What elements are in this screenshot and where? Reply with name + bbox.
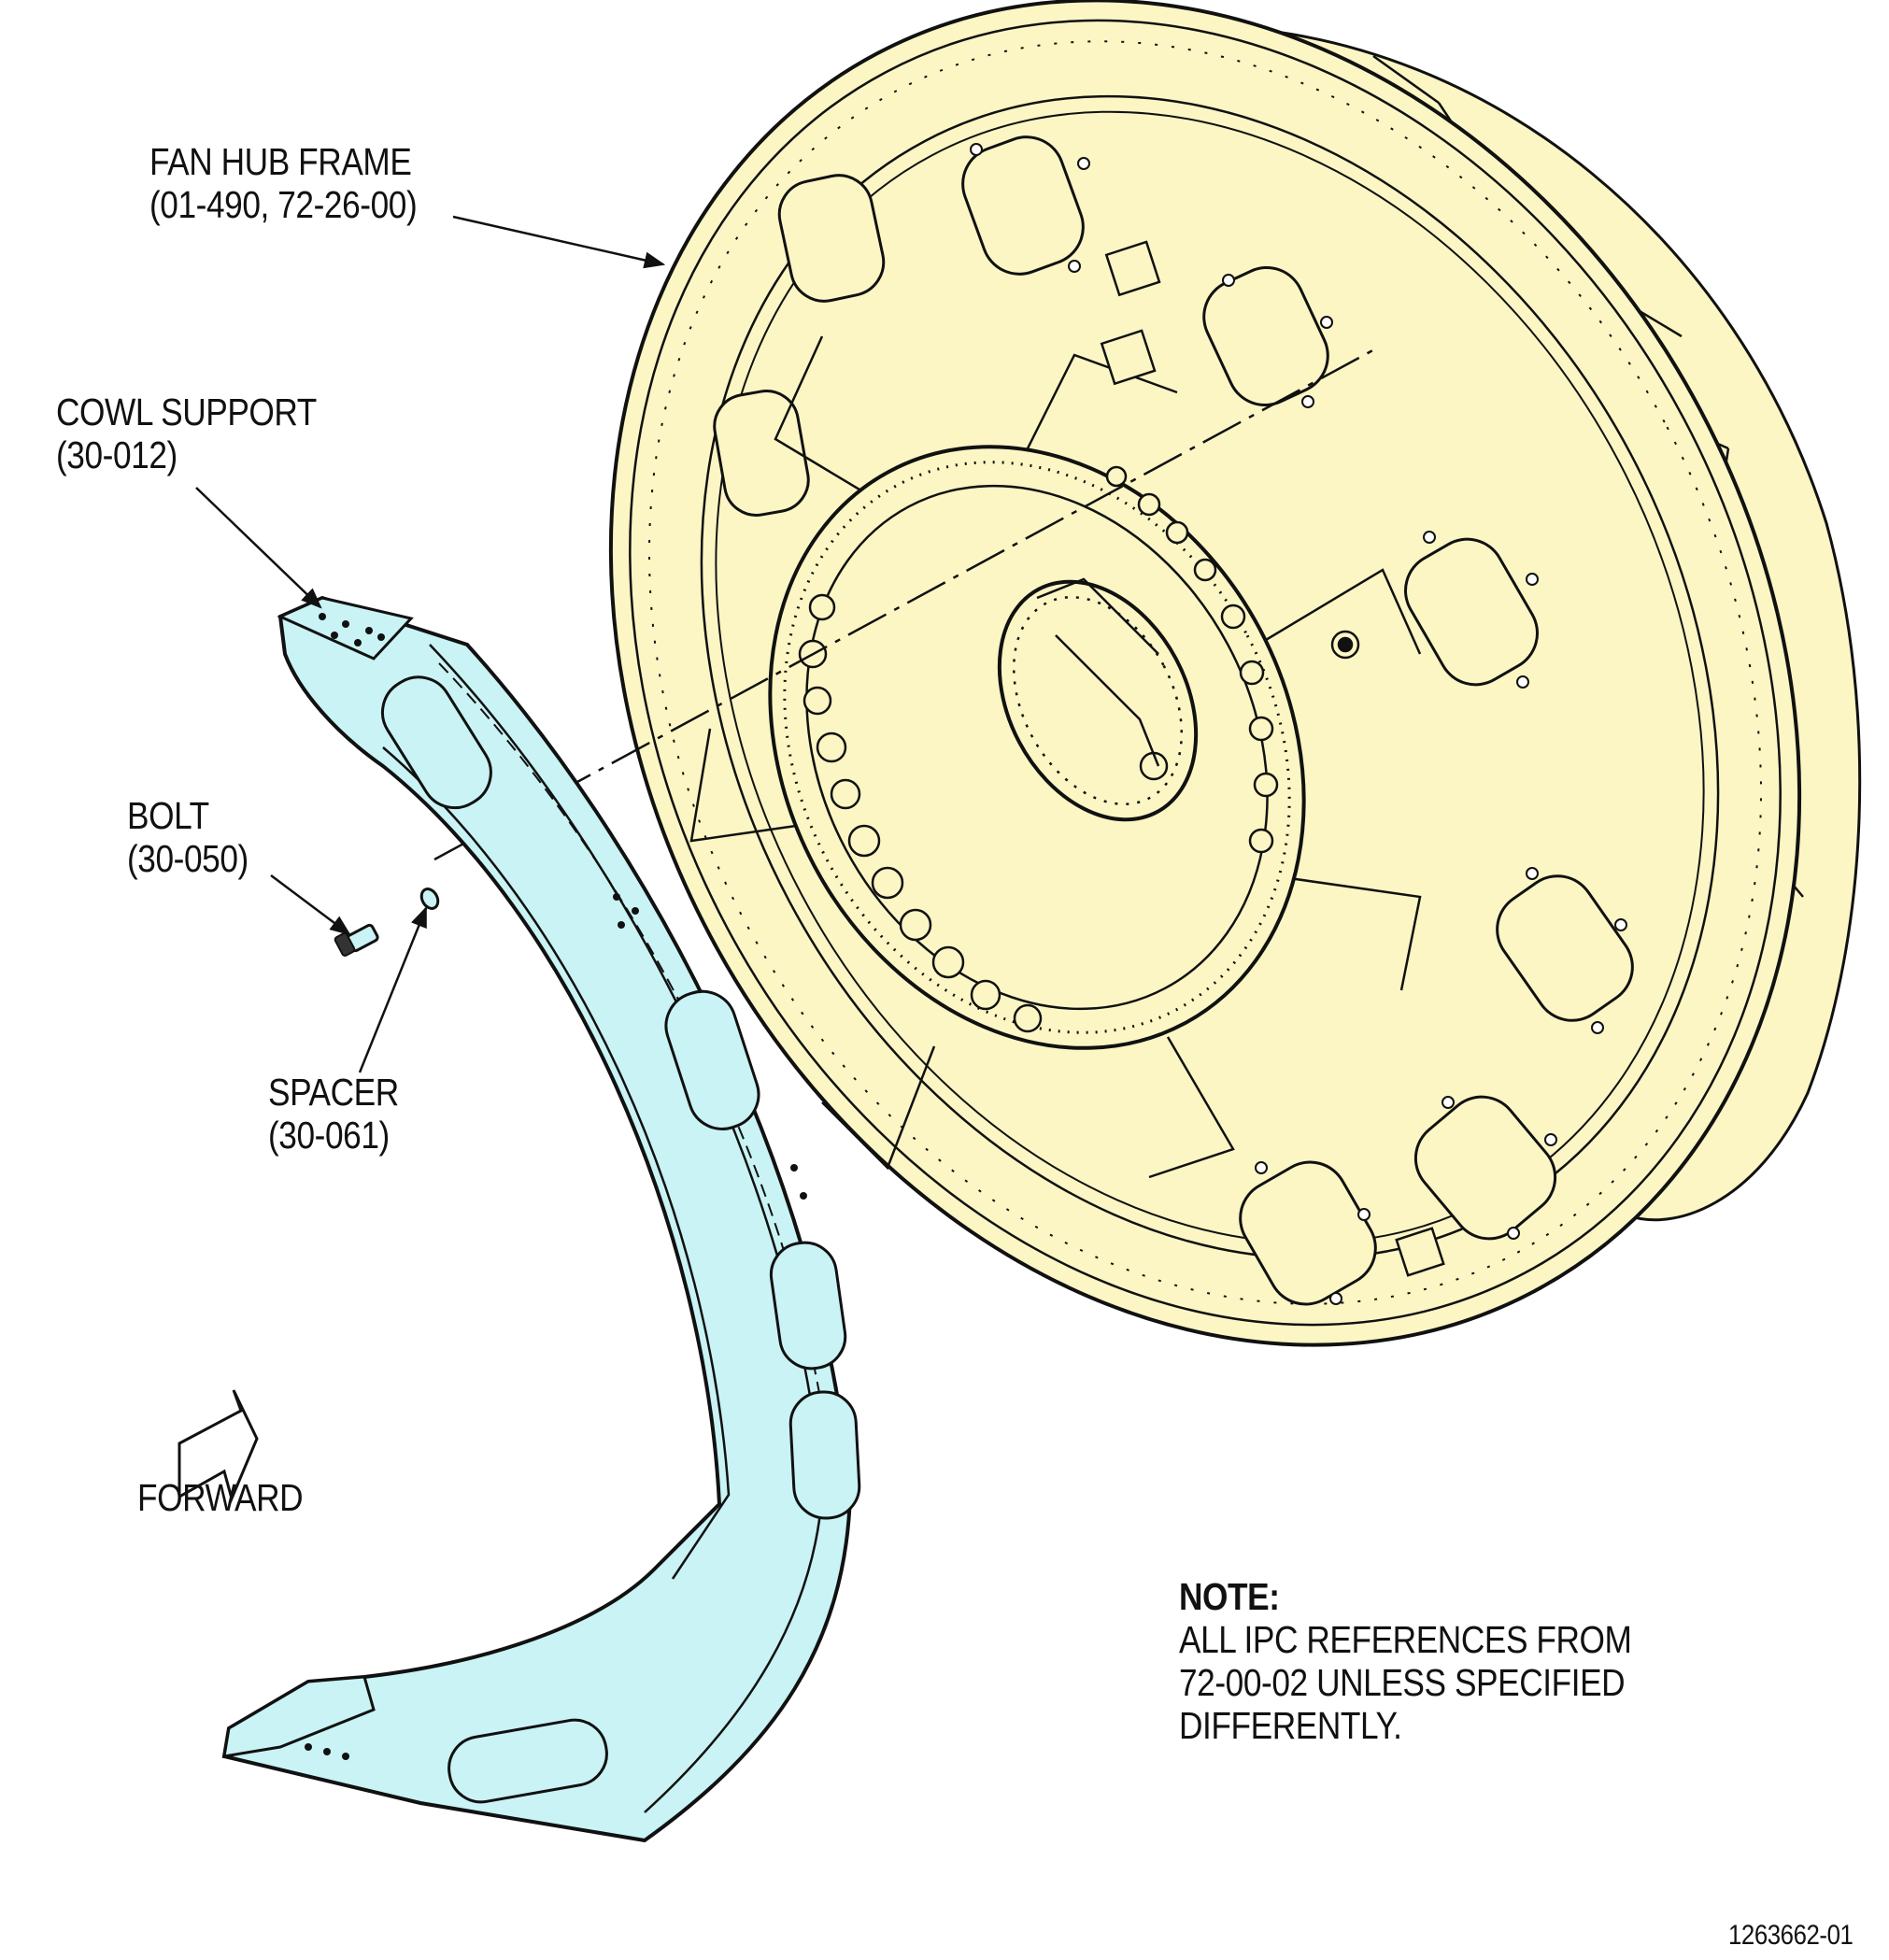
bolt-name: BOLT <box>127 794 209 837</box>
leader-bolt <box>270 874 351 936</box>
frame-bolt-flange <box>647 40 1763 1305</box>
fan-hub-frame-name: FAN HUB FRAME <box>149 140 412 183</box>
spacer-name: SPACER <box>268 1071 399 1114</box>
frame-outer-rim-inner <box>629 19 1782 1327</box>
forward-arrow-icon <box>178 1389 259 1503</box>
leader-fan-hub-frame <box>452 215 666 269</box>
frame-center-bore-inner <box>1012 595 1184 806</box>
note-line-1: ALL IPC REFERENCES FROM <box>1179 1618 1632 1661</box>
cowl-support-cutouts <box>380 675 861 1804</box>
figure-code: 1263662-01 <box>1728 1920 1853 1951</box>
cowl-support-name: COWL SUPPORT <box>56 391 317 433</box>
note-line-3: DIFFERENTLY. <box>1179 1704 1402 1747</box>
frame-hub-bosses <box>798 465 1279 1033</box>
cowl-support-inner-flange <box>382 746 731 1580</box>
fan-hub-frame-label: FAN HUB FRAME (01-490, 72-26-00) <box>149 140 418 226</box>
bolt-label: BOLT (30-050) <box>127 794 249 880</box>
cowl-support-bottom-tab <box>222 1675 376 1758</box>
note-title: NOTE: <box>1179 1575 1280 1618</box>
forward-label: FORWARD <box>137 1476 304 1519</box>
spacer <box>419 888 440 910</box>
leader-spacer <box>358 905 428 1073</box>
bolt-ref: (30-050) <box>127 837 249 880</box>
note-block: NOTE: ALL IPC REFERENCES FROM 72-00-02 U… <box>1179 1575 1632 1747</box>
frame-hub-ring-inner <box>805 484 1269 1011</box>
cowl-support <box>221 595 861 1843</box>
alignment-centerline <box>433 346 1379 861</box>
cowl-support-tab-holes <box>305 613 807 1760</box>
cowl-support-label: COWL SUPPORT (30-012) <box>56 391 317 476</box>
fan-hub-frame-ref: (01-490, 72-26-00) <box>149 183 418 226</box>
spacer-ref: (30-061) <box>268 1114 390 1157</box>
frame-center-details <box>1036 577 1360 781</box>
spacer-label: SPACER (30-061) <box>268 1071 399 1157</box>
frame-spokes <box>689 335 1422 1179</box>
frame-access-windows <box>713 135 1634 1306</box>
cowl-support-ref: (30-012) <box>56 433 178 476</box>
leader-cowl-support <box>195 487 322 609</box>
fan-hub-frame <box>608 0 1862 1347</box>
frame-window-bolts <box>970 143 1627 1305</box>
frame-mount-pads <box>1100 240 1445 1277</box>
note-line-2: 72-00-02 UNLESS SPECIFIED <box>1179 1661 1626 1704</box>
